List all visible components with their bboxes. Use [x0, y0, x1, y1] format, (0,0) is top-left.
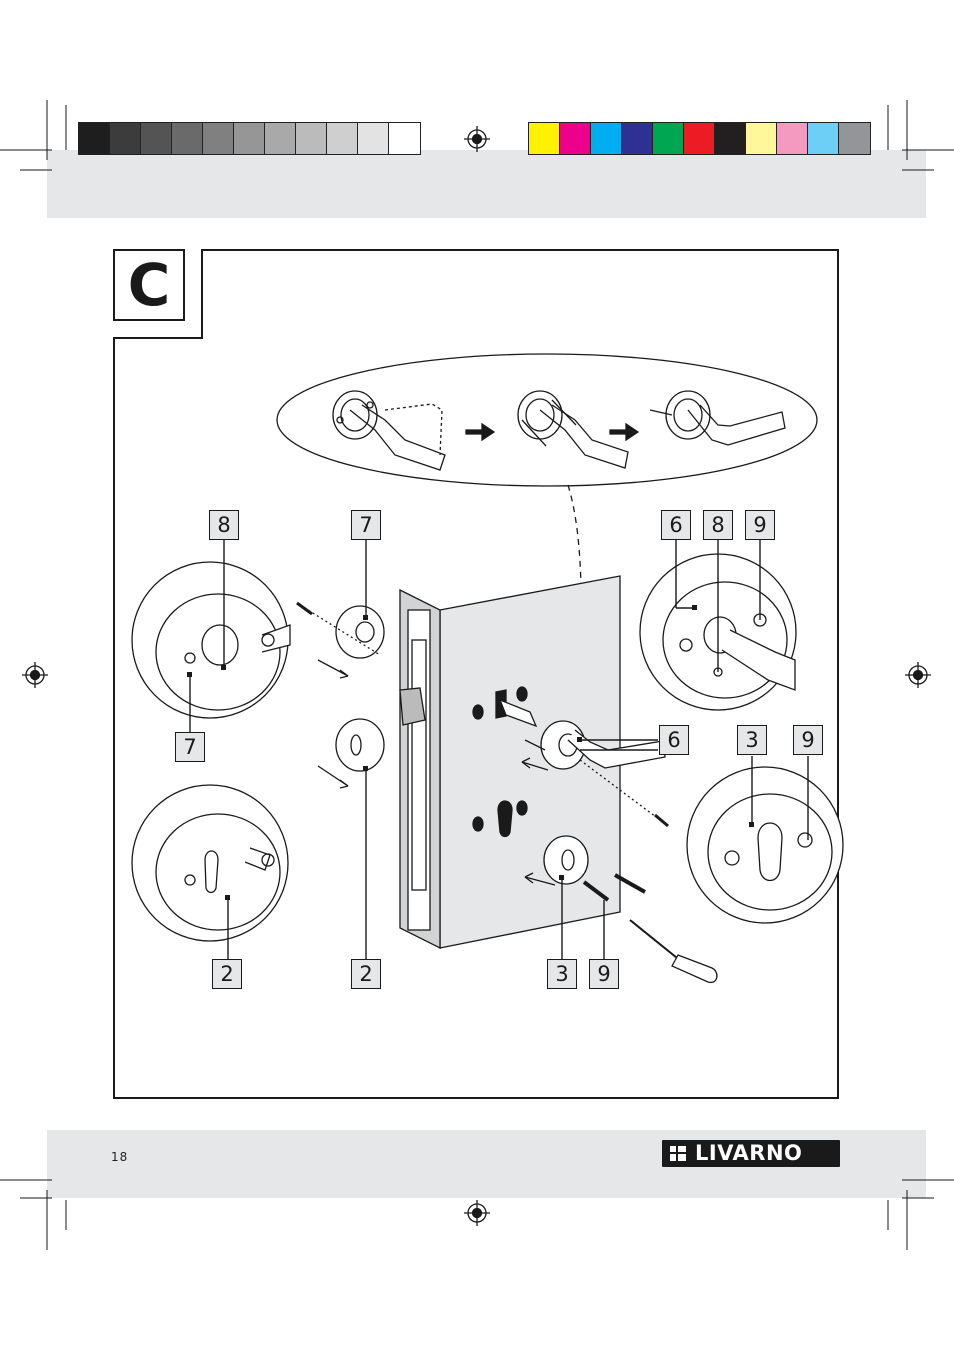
middle-rose-lower: [318, 719, 384, 788]
part-label-6-door: 6: [659, 725, 689, 755]
door: [400, 576, 620, 948]
step-3-handle: [650, 391, 785, 445]
registration-mark-right: [905, 662, 931, 688]
arrow-step-2: [610, 424, 638, 440]
part-label-9-right-lower: 9: [793, 725, 823, 755]
registration-mark-bottom: [464, 1200, 490, 1226]
part-label-3-right: 3: [737, 725, 767, 755]
part-label-7-middle: 7: [351, 510, 381, 540]
part-label-9-right: 9: [745, 510, 775, 540]
registration-mark-top: [464, 126, 490, 152]
part-label-2-middle: 2: [351, 959, 381, 989]
arrow-step-1: [466, 424, 494, 440]
step-1-handle: [333, 391, 445, 470]
handle-rotation-sequence: [277, 354, 817, 486]
detail-circle-left-upper: [132, 562, 290, 718]
middle-rose-upper: [297, 603, 384, 678]
registration-mark-left: [22, 662, 48, 688]
detail-circle-right-lower: [687, 767, 843, 923]
part-label-8-right: 8: [703, 510, 733, 540]
detail-circle-left-lower: [132, 785, 288, 941]
part-label-9-bottom: 9: [589, 959, 619, 989]
part-label-2-left: 2: [212, 959, 242, 989]
part-label-7-left: 7: [175, 732, 205, 762]
part-label-3-bottom: 3: [547, 959, 577, 989]
part-label-8-left: 8: [209, 510, 239, 540]
screwdriver: [630, 920, 717, 982]
part-label-6-right: 6: [661, 510, 691, 540]
